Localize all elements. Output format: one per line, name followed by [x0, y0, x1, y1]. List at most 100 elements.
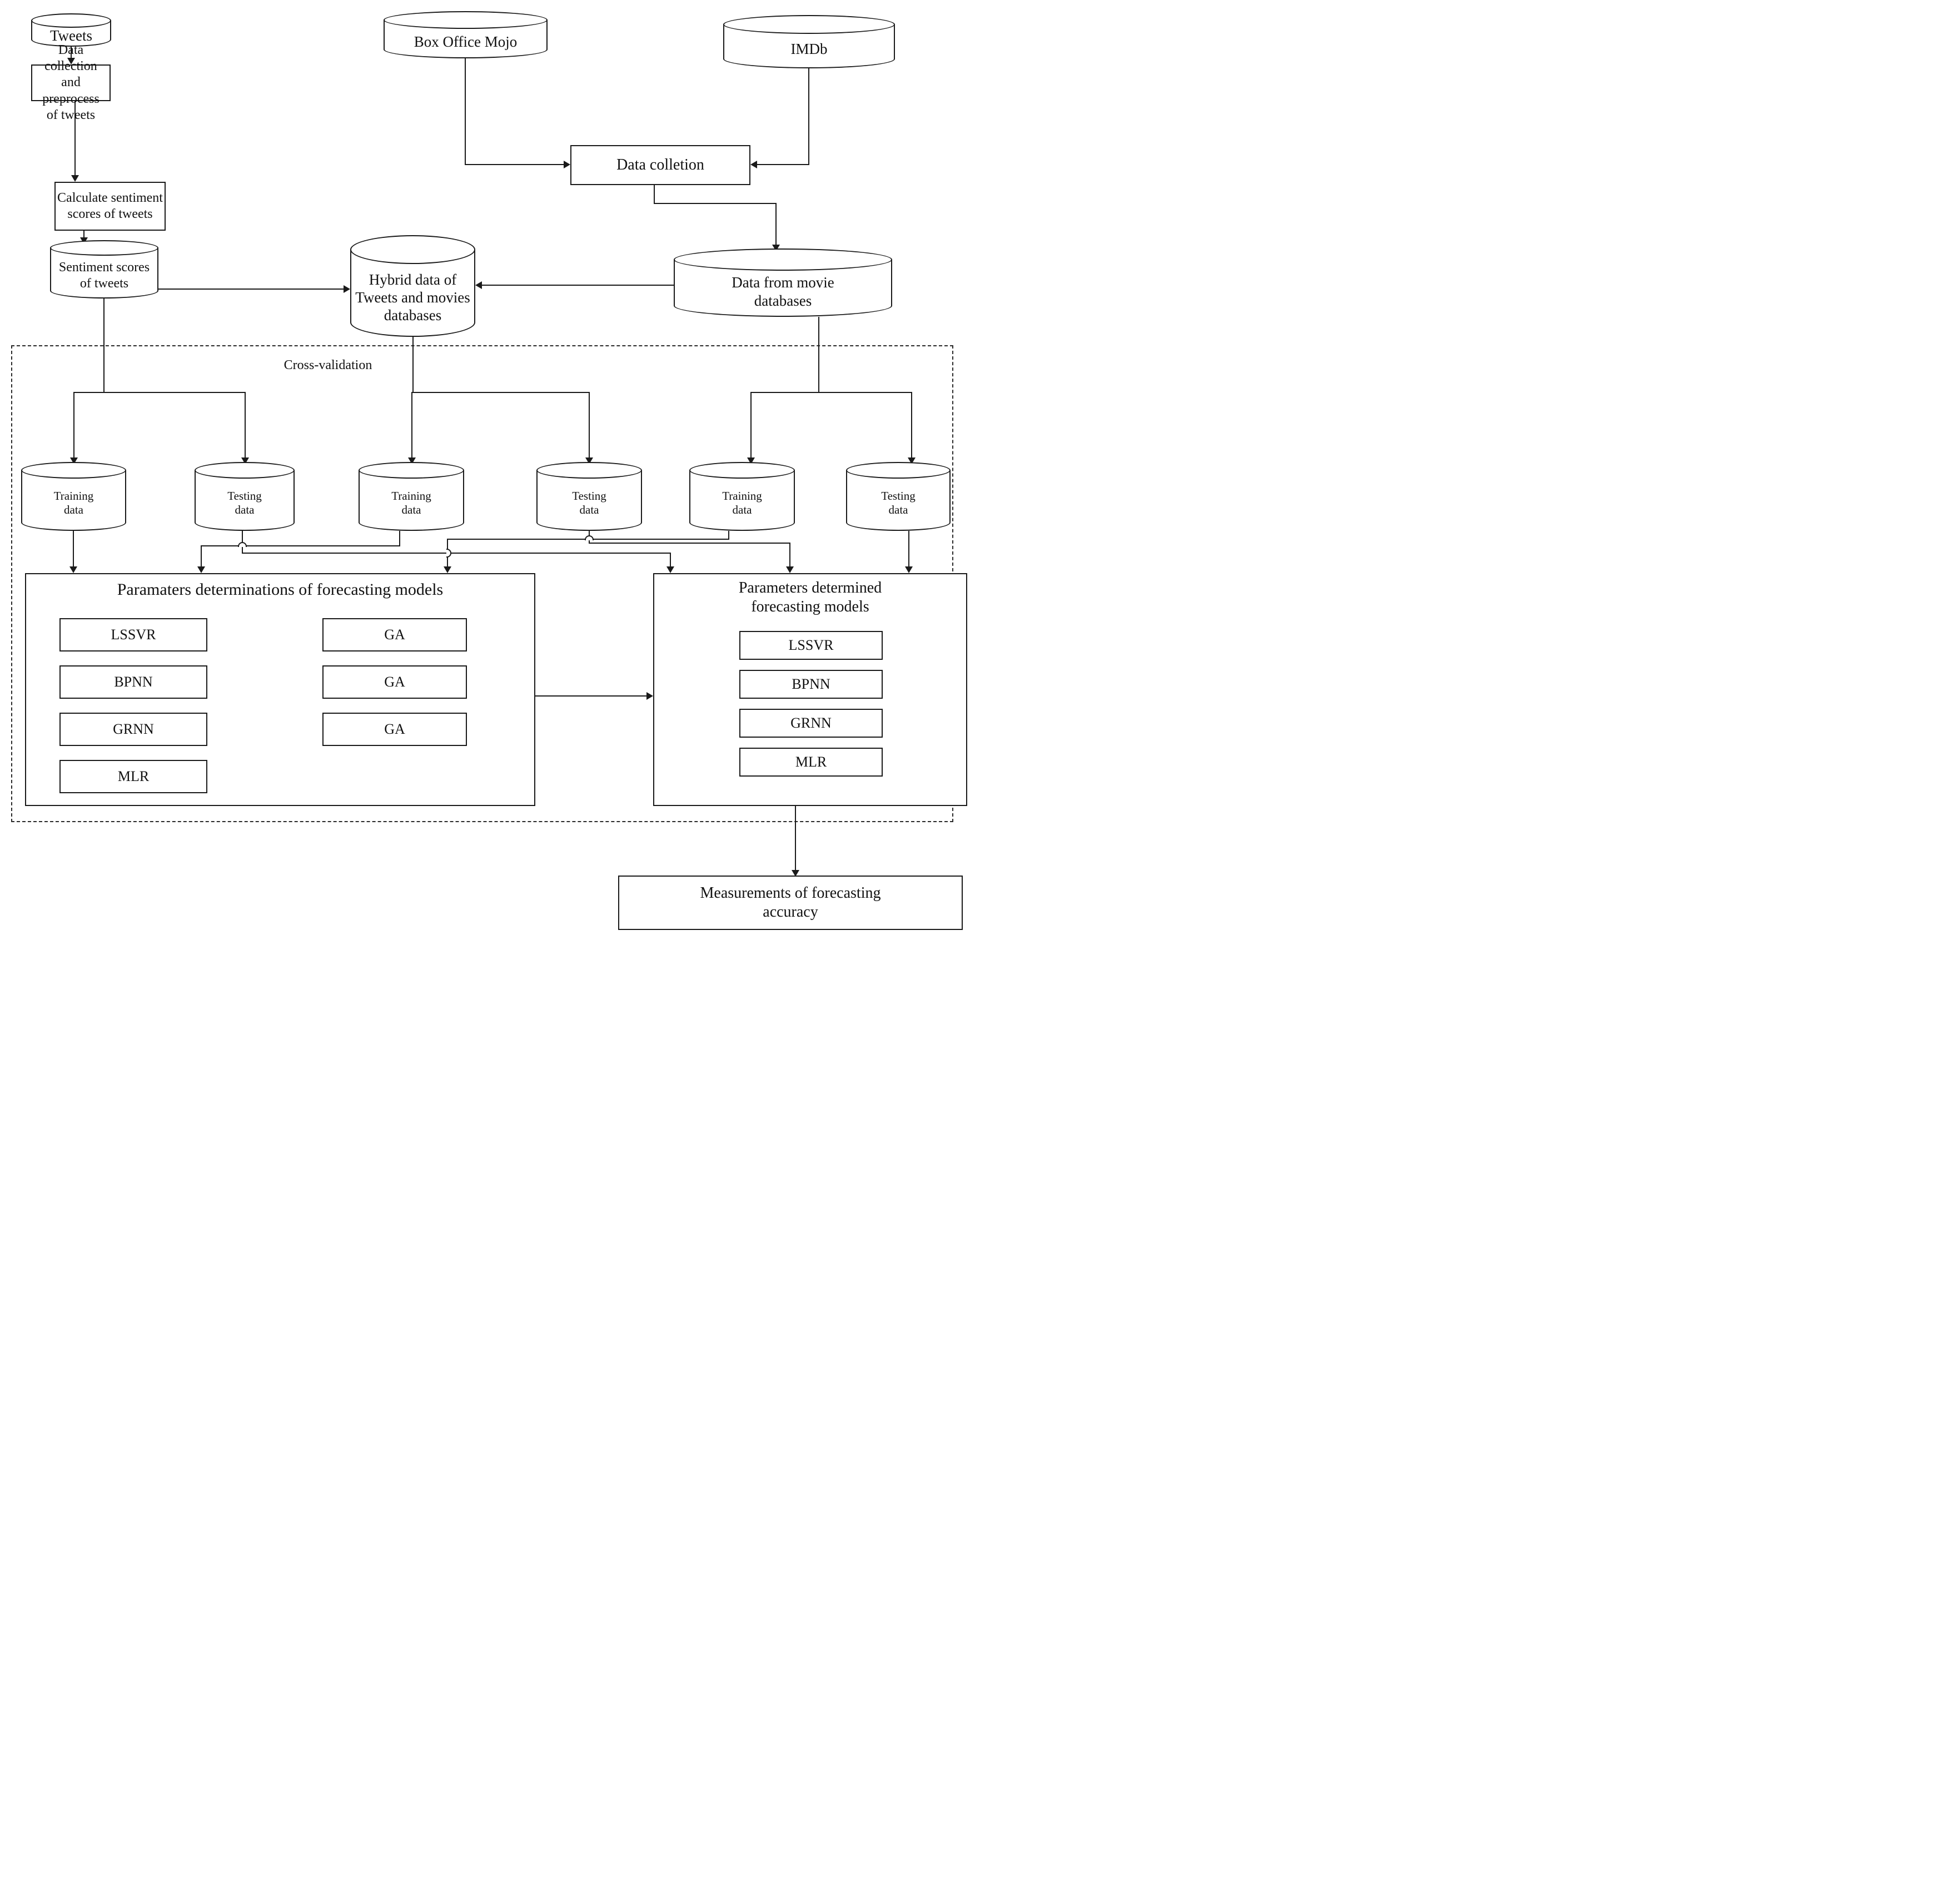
sentiment-scores-cylinder: Sentiment scores of tweets	[50, 240, 158, 299]
connector-line	[83, 231, 84, 241]
line-hop	[238, 542, 247, 547]
cylinder-top-ellipse	[50, 240, 158, 256]
determined-model-grnn: GRNN	[739, 709, 883, 738]
connector-line	[535, 695, 648, 697]
cylinder-top-ellipse	[674, 248, 892, 271]
hybrid-data-cylinder: Hybrid data of Tweets and movies databas…	[350, 235, 475, 337]
training-data-cylinder-1: Training data	[21, 462, 126, 531]
connector-line	[399, 531, 400, 546]
connector-line	[411, 392, 412, 459]
connector-line	[411, 392, 589, 393]
training-data-label: Training data	[391, 489, 431, 516]
line-hop	[585, 535, 594, 540]
flowchart-canvas: Cross-validation Tweets Box Office Mojo …	[0, 0, 980, 940]
model-box-grnn: GRNN	[59, 713, 207, 746]
connector-line	[201, 545, 202, 568]
arrowhead-right	[344, 285, 350, 293]
arrowhead-down	[71, 175, 79, 182]
connector-line	[795, 806, 796, 871]
connector-line	[775, 203, 777, 246]
cylinder-top-ellipse	[31, 13, 111, 28]
arrowhead-down	[197, 566, 205, 573]
box-office-mojo-cylinder: Box Office Mojo	[384, 11, 548, 58]
arrowhead-right	[646, 692, 653, 700]
connector-line	[750, 392, 752, 459]
determined-model-bpnn: BPNN	[739, 670, 883, 699]
model-box-mlr: MLR	[59, 760, 207, 793]
cylinder-top-ellipse	[350, 235, 475, 264]
cylinder-body	[21, 470, 126, 531]
testing-data-cylinder-3: Testing data	[846, 462, 951, 531]
cylinder-top-ellipse	[21, 462, 126, 479]
determined-model-mlr: MLR	[739, 748, 883, 777]
tweets-label: Tweets	[49, 27, 93, 44]
connector-line	[789, 543, 790, 568]
arrowhead-left	[475, 281, 482, 289]
hybrid-data-label: Hybrid data of Tweets and movies databas…	[355, 271, 470, 324]
cylinder-body	[50, 248, 158, 299]
model-box-lssvr: LSSVR	[59, 618, 207, 651]
cylinder-top-ellipse	[384, 11, 548, 29]
connector-line	[245, 392, 246, 459]
cylinder-body	[350, 250, 475, 337]
measurements-box: Measurements of forecasting accuracy	[618, 876, 963, 930]
connector-line	[728, 531, 729, 540]
movie-databases-label: Data from movie databases	[732, 274, 834, 309]
arrowhead-down	[666, 566, 674, 573]
cylinder-body	[359, 470, 464, 531]
testing-data-cylinder-1: Testing data	[195, 462, 295, 531]
line-hop	[446, 549, 451, 558]
determined-model-lssvr: LSSVR	[739, 631, 883, 660]
connector-line	[465, 57, 466, 165]
arrowhead-down	[444, 566, 451, 573]
ga-box-3: GA	[322, 713, 467, 746]
cylinder-top-ellipse	[846, 462, 951, 479]
cylinder-top-ellipse	[689, 462, 795, 479]
connector-line	[412, 337, 414, 393]
movie-databases-cylinder: Data from movie databases	[674, 248, 892, 317]
training-data-label: Training data	[722, 489, 762, 516]
connector-line	[73, 392, 246, 393]
cylinder-top-ellipse	[536, 462, 642, 479]
connector-line	[103, 299, 105, 393]
connector-line	[201, 545, 400, 546]
testing-data-label: Testing data	[572, 489, 606, 516]
connector-line	[465, 164, 565, 165]
connector-line	[818, 317, 819, 393]
training-data-cylinder-2: Training data	[359, 462, 464, 531]
imdb-label: IMDb	[790, 41, 828, 58]
arrowhead-down	[69, 566, 77, 573]
cylinder-body	[846, 470, 951, 531]
connector-line	[908, 531, 909, 568]
training-data-cylinder-3: Training data	[689, 462, 795, 531]
box-office-mojo-label: Box Office Mojo	[414, 33, 518, 51]
arrowhead-left	[750, 161, 757, 168]
ga-box-1: GA	[322, 618, 467, 651]
cylinder-top-ellipse	[195, 462, 295, 479]
connector-line	[73, 531, 74, 568]
connector-line	[158, 289, 346, 290]
connector-line	[911, 392, 912, 459]
imdb-cylinder: IMDb	[723, 15, 895, 68]
connector-line	[242, 553, 671, 554]
connector-line	[73, 392, 74, 459]
param-determined-title: Parameters determined forecasting models	[738, 579, 882, 615]
calculate-sentiment-box: Calculate sentiment scores of tweets	[54, 182, 166, 231]
data-colletion-box: Data colletion	[570, 145, 750, 185]
cylinder-body	[536, 470, 642, 531]
connector-line	[654, 203, 777, 204]
sentiment-scores-label: Sentiment scores of tweets	[58, 260, 150, 291]
testing-data-cylinder-2: Testing data	[536, 462, 642, 531]
arrowhead-right	[564, 161, 570, 168]
cylinder-top-ellipse	[723, 15, 895, 34]
testing-data-label: Testing data	[881, 489, 916, 516]
connector-line	[757, 164, 809, 165]
cylinder-body	[195, 470, 295, 531]
ga-box-2: GA	[322, 665, 467, 699]
cylinder-body	[689, 470, 795, 531]
param-determination-title: Paramaters determinations of forecasting…	[117, 580, 444, 599]
connector-line	[670, 553, 671, 568]
arrowhead-down	[67, 58, 75, 64]
connector-line	[750, 392, 912, 393]
connector-line	[482, 285, 674, 286]
